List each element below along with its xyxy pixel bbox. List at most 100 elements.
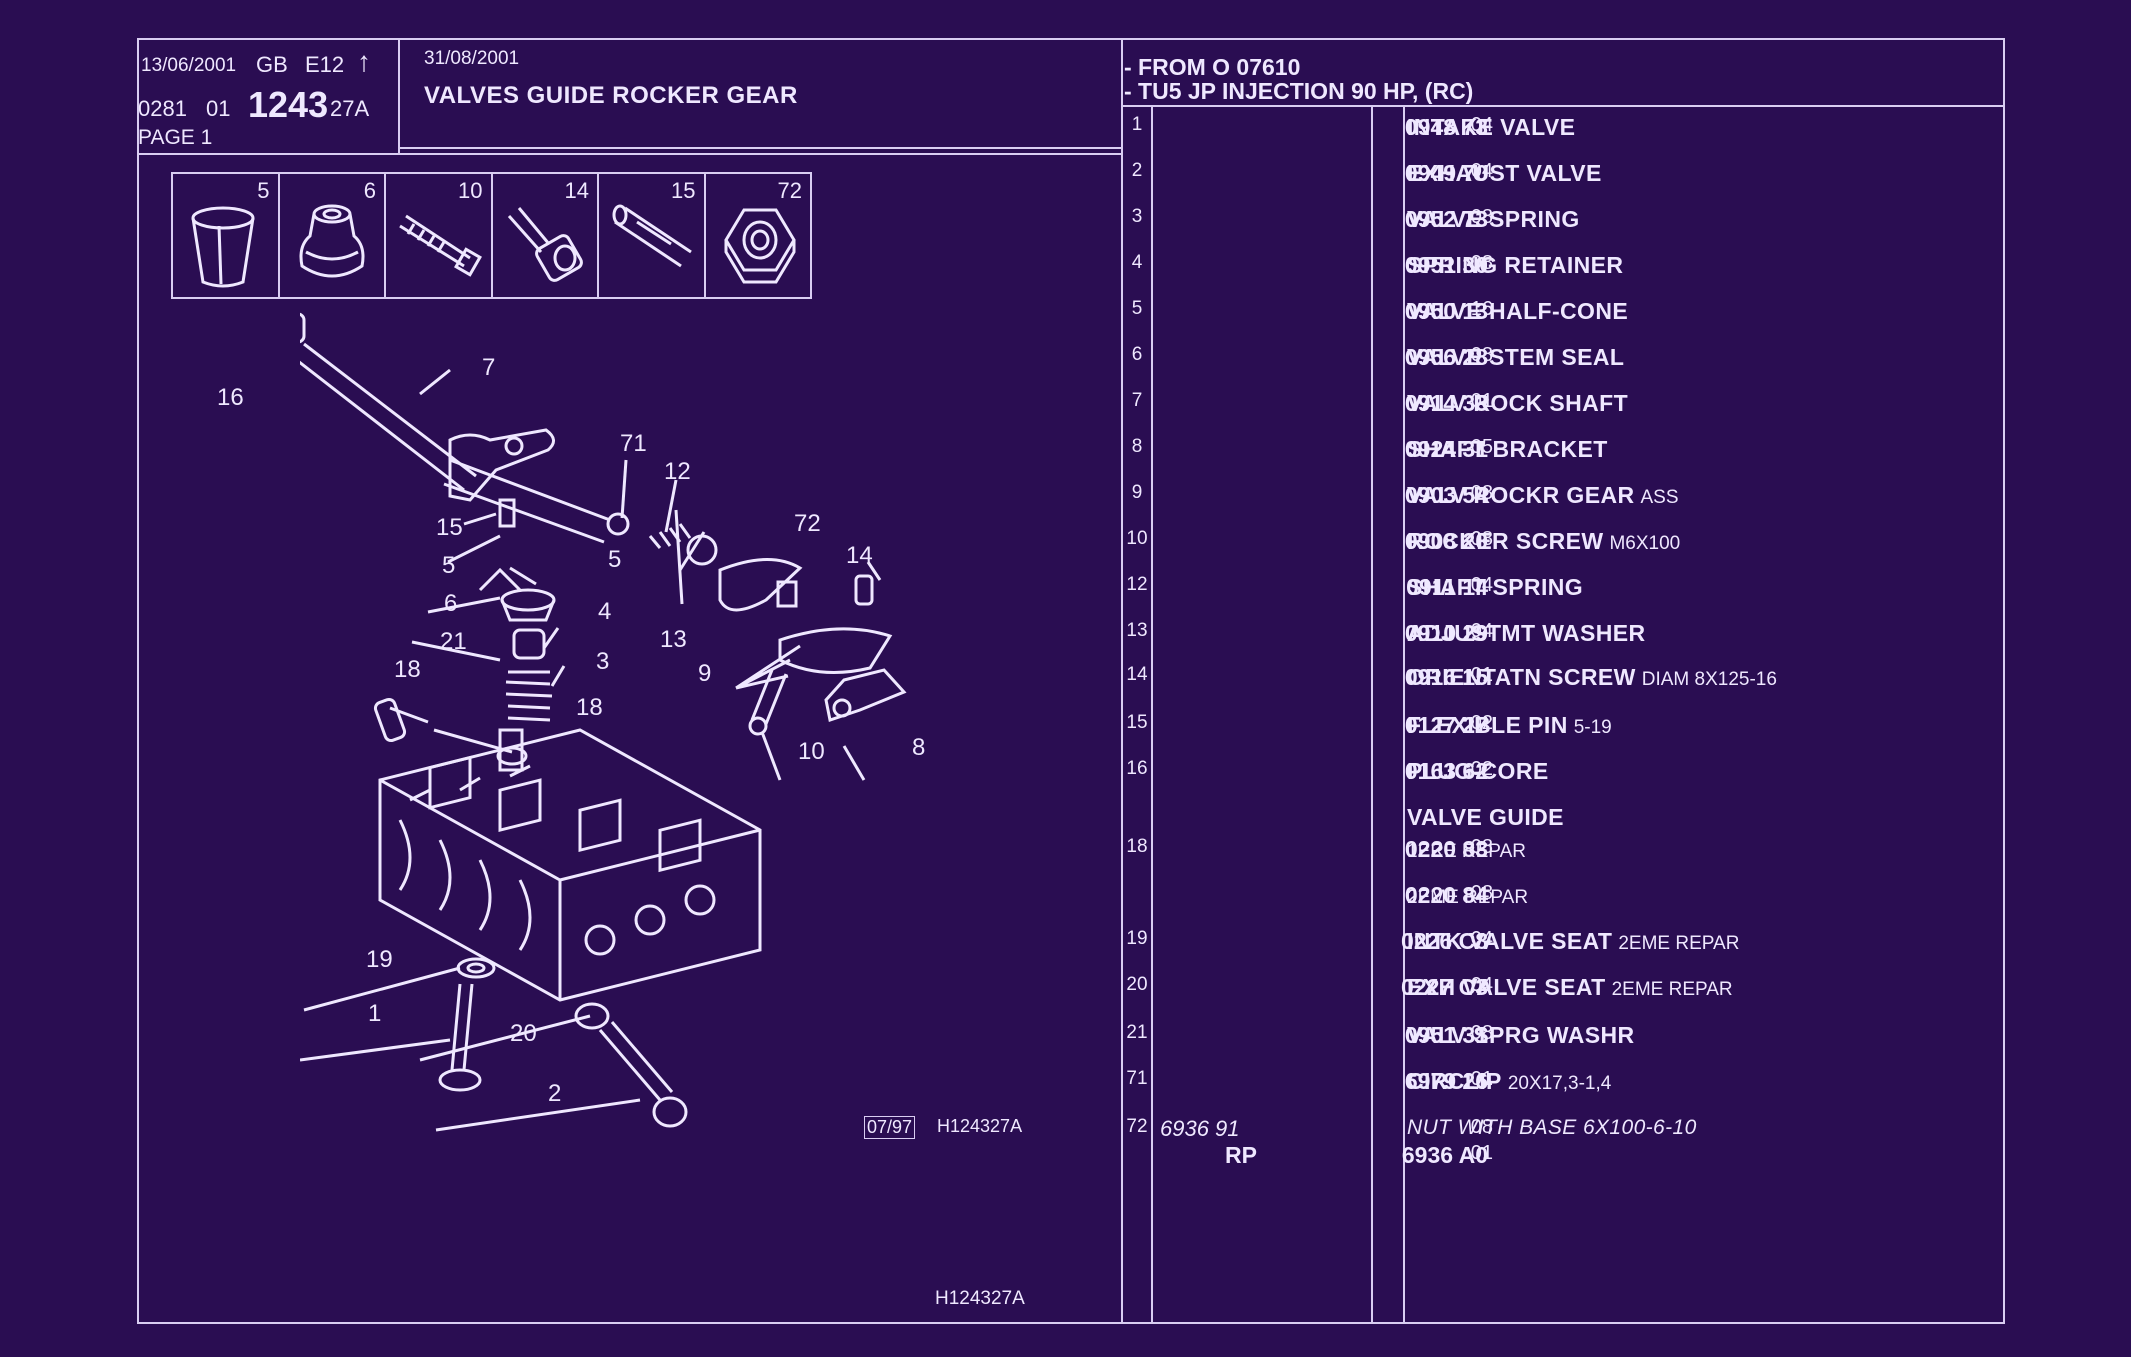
description-main: SHAFT SPRING [1407,574,1584,600]
item-number: 72 [1126,1116,1148,1137]
description-extra: 2EME REPAR [1611,979,1733,1000]
description-main: VALVE GUIDE [1407,804,1564,830]
description: SHAFT BRACKET [1407,436,1614,463]
description: EXHAUST VALVE [1407,160,1608,187]
description: VALVE SPRING [1407,206,1586,233]
reference-number: 0220 83 [1404,836,1488,862]
quantity: 08 [1470,206,1493,228]
quantity: 01 [1470,1142,1493,1164]
description: VALVE HALF-CONE [1407,298,1634,325]
callout-14: 14 [846,542,873,569]
old-reference: 6936 91 [1160,1116,1240,1141]
description-extra: 20X17,3-1,4 [1507,1073,1612,1094]
description-main: VALVE SPRING [1407,206,1580,232]
callout-15: 15 [436,514,463,541]
description: SHAFT SPRING [1407,574,1589,601]
item-number: 18 [1126,836,1148,857]
col-rule-item [1151,107,1153,1324]
description-extra: 5-19 [1573,717,1612,738]
callout-6: 6 [444,590,458,617]
reference-number: 0924 31 [1404,436,1488,462]
quantity: 16 [1470,298,1493,320]
callout-4: 4 [598,598,612,625]
quantity: 02 [1470,712,1493,734]
page-title: VALVES GUIDE ROCKER GEAR [424,82,798,109]
item-number: 71 [1126,1068,1148,1089]
callout-8: 8 [912,734,926,761]
callout-20: 20 [510,1020,537,1047]
quantity: 08 [1470,528,1493,550]
rocker-screw-icon [399,214,482,277]
quantity: 01 [1470,390,1493,412]
callout-3: 3 [596,648,610,675]
reference-number: 0227 C3 [1401,974,1488,1000]
header-rule-right [398,147,1121,149]
callout-18b: 18 [576,694,603,721]
callout-18a: 18 [394,656,421,683]
quantity: 04 [1470,974,1493,996]
quantity: 01 [1470,1068,1493,1090]
description: PLUG-CORE [1407,758,1555,785]
description-main: INTK VALVE SEAT [1407,928,1613,954]
callout-71: 71 [620,430,647,457]
header-code: 0281 [138,96,187,121]
thumbnail-orientation-screw: 14 [493,174,599,297]
description: INTAKE VALVE [1407,114,1581,141]
description-main: FLEXIBLE PIN [1407,712,1568,738]
description-extra: M6X100 [1609,533,1681,554]
quantity: 08 [1470,252,1493,274]
quantity: 05 [1470,436,1493,458]
item-number: 10 [1126,528,1148,549]
item-number: 19 [1126,928,1148,949]
quantity: 08 [1470,1116,1493,1138]
parts-row: VALVE GUIDE [1123,804,2003,844]
description-extra: ASS [1640,487,1679,508]
item-number: 8 [1131,436,1143,457]
callout-10: 10 [798,738,825,765]
quantity: 08 [1470,1022,1493,1044]
col-rule-ref [1371,107,1373,1324]
reference-number: 0226 C8 [1401,928,1488,954]
description-main: CIRCLIP [1407,1068,1502,1094]
item-number: 16 [1126,758,1148,779]
description: SPRING RETAINER [1407,252,1629,279]
callout-2: 2 [548,1080,562,1107]
reference-number: 0220 84 [1404,882,1488,908]
description: NUT WITH BASE 6X100-6-10 [1407,1116,1697,1139]
callout-16: 16 [217,384,244,411]
reference-number: 0916 15 [1404,664,1488,690]
page-number: PAGE 1 [138,126,213,149]
quantity: 01 [1470,664,1493,686]
callout-13: 13 [660,626,687,653]
parts-row-72: 72 6936 91 08 NUT WITH BASE 6X100-6-10 [1123,1116,2003,1156]
description-main: ROCKER SCREW [1407,528,1604,554]
quantity: 08 [1470,882,1493,904]
bottom-reference: H124327A [935,1288,1025,1309]
description-main: SPRING RETAINER [1407,252,1624,278]
description-main: ORIENTATN SCREW [1407,664,1636,690]
quantity: 08 [1470,836,1493,858]
exploded-view-diagram [300,312,907,1132]
quantity: 08 [1470,482,1493,504]
callout-12: 12 [664,458,691,485]
quantity: 04 [1470,620,1493,642]
reference-number: 0951 30 [1404,252,1488,278]
reference-number: 0951 31 [1404,1022,1488,1048]
header-country: GB [256,52,288,77]
thumbnail-number: 10 [458,178,483,203]
description-main: VALV ROCK SHAFT [1407,390,1629,416]
reference-number: 0163 62 [1404,758,1488,784]
